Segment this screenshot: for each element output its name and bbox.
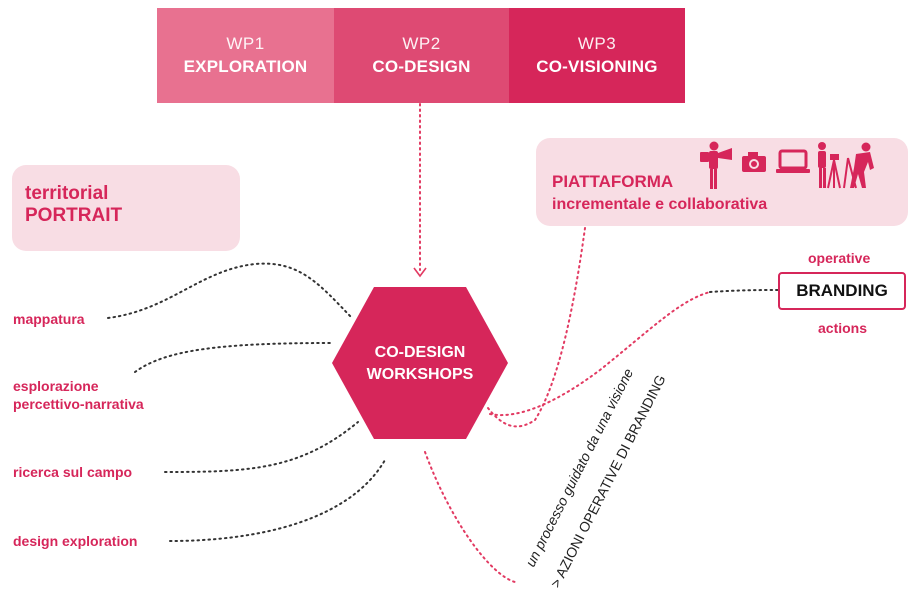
connector-branding-box <box>709 289 779 293</box>
portrait-line1: territorial <box>25 183 109 204</box>
wp1-code: WP1 <box>226 34 265 53</box>
arrow-down-icon <box>413 267 427 278</box>
tripod-person-icon <box>818 142 841 189</box>
branding-top-label: operative <box>808 250 871 266</box>
connector-hex-to-piattaforma <box>487 227 586 428</box>
wp3-box: WP3 CO-VISIONING <box>509 8 685 103</box>
wp2-code: WP2 <box>402 34 441 53</box>
branding-box: BRANDING <box>778 272 906 310</box>
connector-mappatura <box>107 262 353 319</box>
piattaforma-icons <box>700 141 874 189</box>
piattaforma-box: PIATTAFORMA incrementale e collaborativa <box>536 138 908 226</box>
wp2-name: CO-DESIGN <box>372 57 471 76</box>
connector-ricerca <box>164 421 359 473</box>
wp3-code: WP3 <box>577 34 617 53</box>
co-design-workshops-hexagon <box>332 287 508 439</box>
territorial-portrait-label: territorial PORTRAIT <box>25 183 122 227</box>
esplorazione-line1: esplorazione <box>13 378 99 394</box>
activity-design-exploration: design exploration <box>13 533 138 549</box>
connector-esplorazione <box>134 342 331 373</box>
connector-design <box>169 459 386 542</box>
hexagon-label: CO-DESIGN WORKSHOPS <box>350 342 490 386</box>
connector-hex-bottom <box>424 451 516 583</box>
piattaforma-subtitle: incrementale e collaborativa <box>552 196 768 213</box>
laptop-icon <box>776 149 810 173</box>
piattaforma-title: PIATTAFORMA <box>552 172 674 191</box>
branding-bottom-label: actions <box>818 320 868 336</box>
portrait-line2: PORTRAIT <box>25 205 123 226</box>
connector-hex-to-branding <box>489 291 711 416</box>
wp2-box: WP2 CO-DESIGN <box>334 8 509 103</box>
activity-mappatura: mappatura <box>13 311 85 327</box>
camera-icon <box>742 152 766 172</box>
wp1-name: EXPLORATION <box>183 57 308 76</box>
wp3-name: CO-VISIONING <box>536 57 658 76</box>
hexagon-line2: WORKSHOPS <box>366 366 474 383</box>
drawing-person-icon <box>843 142 874 189</box>
hexagon-line1: CO-DESIGN <box>374 344 466 361</box>
esplorazione-line2: percettivo-narrativa <box>13 396 144 412</box>
activity-ricerca: ricerca sul campo <box>13 464 133 480</box>
wp1-box: WP1 EXPLORATION <box>157 8 334 103</box>
territorial-portrait-box: territorial PORTRAIT <box>12 165 240 251</box>
activity-esplorazione: esplorazione percettivo-narrativa <box>13 377 144 413</box>
presenter-icon <box>700 141 732 189</box>
